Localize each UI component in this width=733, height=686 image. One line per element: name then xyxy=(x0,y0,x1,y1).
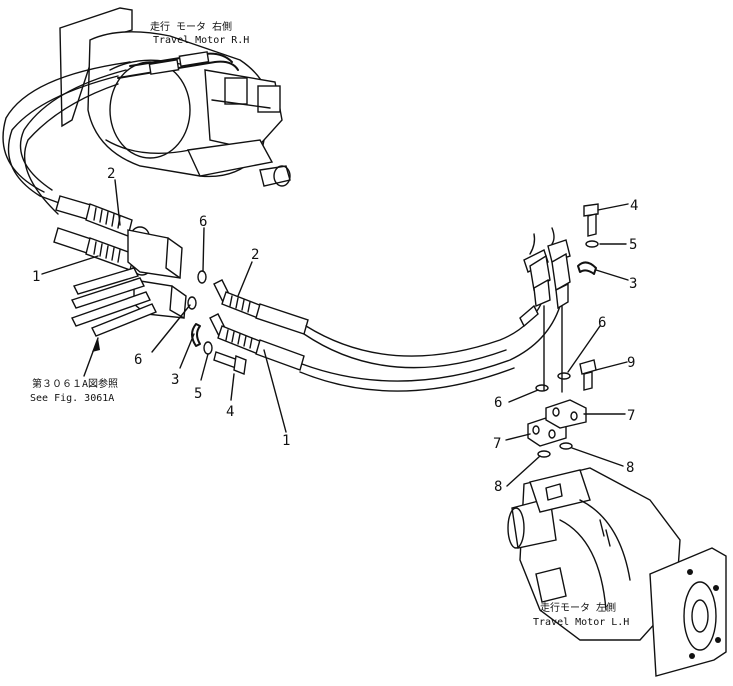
callout-6-right: 6 xyxy=(598,315,606,331)
left-hose-block xyxy=(53,195,187,377)
callout-4-lower: 4 xyxy=(226,404,234,420)
callout-numbers: 2 1 6 2 6 3 5 4 1 4 5 3 6 9 6 7 7 8 8 xyxy=(32,166,638,495)
flange-blocks xyxy=(527,399,587,447)
travel-motor-lh xyxy=(507,467,727,677)
callout-1-lower: 1 xyxy=(282,433,290,449)
label-see-fig-jp: 第３０６１A図参照 xyxy=(32,377,118,390)
travel-motor-rh xyxy=(59,7,291,187)
label-travel-motor-lh: Travel Motor L.H xyxy=(533,617,629,628)
callout-3-right: 3 xyxy=(629,276,637,292)
callout-9-right: 9 xyxy=(627,355,635,371)
callout-6-block: 6 xyxy=(494,395,502,411)
callout-8-right: 8 xyxy=(626,460,634,476)
leader-lines xyxy=(41,179,629,487)
middle-hose-assemblies xyxy=(209,279,561,392)
small-parts-left xyxy=(187,270,247,375)
label-travel-motor-lh-jp: 走行モータ 左側 xyxy=(540,601,616,614)
label-travel-motor-rh-jp: 走行 モータ 右側 xyxy=(150,20,232,33)
callout-2-top: 2 xyxy=(107,166,115,182)
callout-1-left: 1 xyxy=(32,269,40,285)
callout-6-lower: 6 xyxy=(134,352,142,368)
callout-2-mid: 2 xyxy=(251,247,259,263)
callout-7-right: 7 xyxy=(627,408,635,424)
rh-supply-hoses xyxy=(2,61,131,215)
callout-5-right: 5 xyxy=(629,237,637,253)
callout-3-lower: 3 xyxy=(171,372,179,388)
callout-7-left: 7 xyxy=(493,436,501,452)
small-parts-right xyxy=(535,203,599,458)
right-hose-ends xyxy=(519,227,571,393)
callout-5-lower: 5 xyxy=(194,386,202,402)
label-see-fig: See Fig. 3061A xyxy=(30,393,114,404)
label-travel-motor-rh: Travel Motor R.H xyxy=(153,35,249,46)
callout-8-left: 8 xyxy=(494,479,502,495)
callout-4-right: 4 xyxy=(630,198,638,214)
callout-6-upper: 6 xyxy=(199,214,207,230)
